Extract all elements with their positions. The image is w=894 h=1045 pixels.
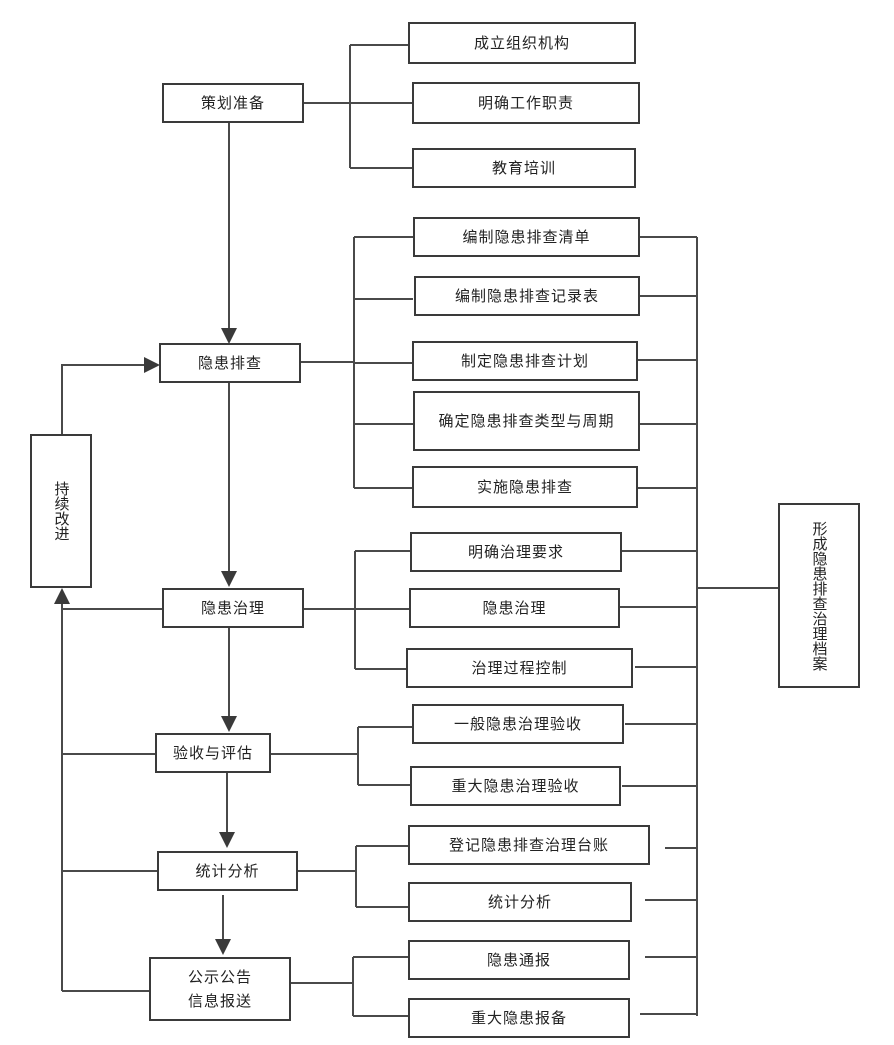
continuous-improvement-box: 持续改进	[30, 434, 92, 588]
sub-step: 隐患治理	[409, 588, 620, 628]
sub-step: 一般隐患治理验收	[412, 704, 624, 744]
sub-step: 隐患通报	[408, 940, 630, 980]
sub-step: 编制隐患排查记录表	[414, 276, 640, 316]
sub-step: 实施隐患排查	[412, 466, 638, 508]
sub-step: 明确治理要求	[410, 532, 622, 572]
sub-step: 统计分析	[408, 882, 632, 922]
sub-step: 制定隐患排查计划	[412, 341, 638, 381]
step-plan: 策划准备	[162, 83, 304, 123]
arrow-improve-to-inspect	[61, 357, 160, 434]
sub-step: 编制隐患排查清单	[413, 217, 640, 257]
sub-step: 治理过程控制	[406, 648, 633, 688]
step-report: 公示公告 信息报送	[149, 957, 291, 1021]
archive-box: 形成隐患排查治理档案	[778, 503, 860, 688]
sub-step: 确定隐患排查类型与周期	[413, 391, 640, 451]
step-accept: 验收与评估	[155, 733, 271, 773]
step-stats: 统计分析	[157, 851, 298, 891]
sub-step: 重大隐患报备	[408, 998, 630, 1038]
sub-step: 重大隐患治理验收	[410, 766, 621, 806]
sub-step: 教育培训	[412, 148, 636, 188]
step-inspect: 隐患排查	[159, 343, 301, 383]
sub-step: 成立组织机构	[408, 22, 636, 64]
step-govern: 隐患治理	[162, 588, 304, 628]
sub-step: 明确工作职责	[412, 82, 640, 124]
sub-step: 登记隐患排查治理台账	[408, 825, 650, 865]
